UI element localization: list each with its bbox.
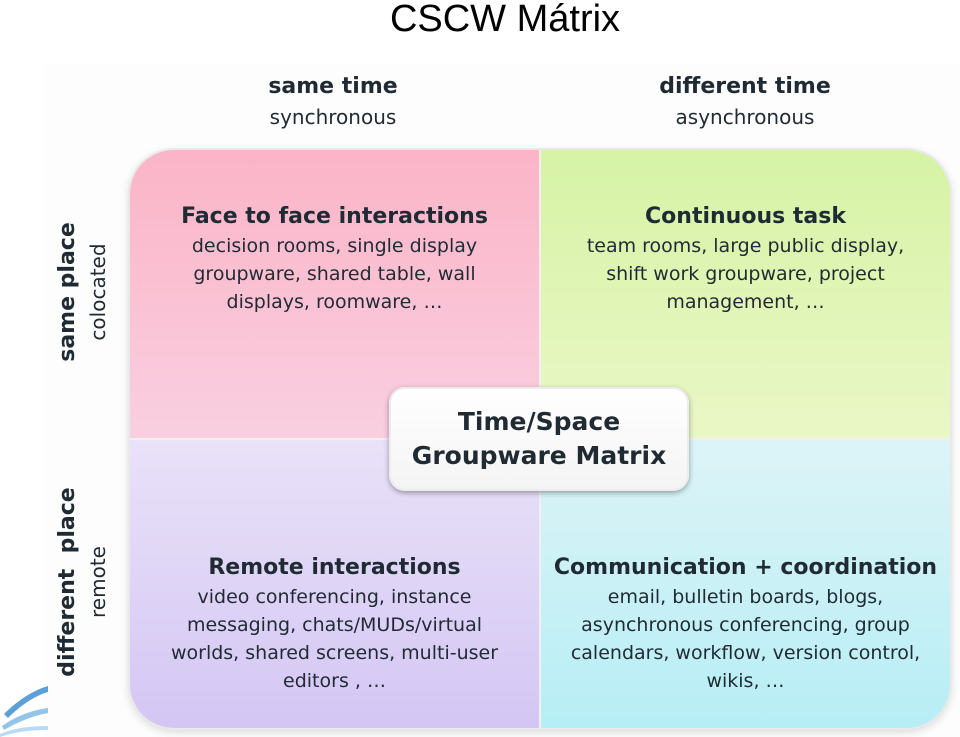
column-header-different-time: different time asynchronous xyxy=(615,72,875,132)
quadrant-body: email, bulletin boards, blogs, asynchron… xyxy=(570,586,921,692)
quadrant-title: Continuous task xyxy=(645,204,846,229)
quadrant-text: Face to face interactions decision rooms… xyxy=(130,202,539,316)
quadrant-body: decision rooms, single display groupware… xyxy=(191,235,478,313)
column-header-main: same time xyxy=(268,74,398,99)
column-header-sub: asynchronous xyxy=(675,105,815,129)
quadrant-body: team rooms, large public display, shift … xyxy=(586,235,905,313)
row-header-main: same place xyxy=(55,222,80,362)
row-header-main: different place xyxy=(55,487,80,677)
row-header-sub: colocated xyxy=(86,243,110,341)
quadrant-text: Continuous task team rooms, large public… xyxy=(541,202,950,316)
quadrant-title: Communication + coordination xyxy=(553,555,938,580)
page-title: CSCW Mátrix xyxy=(389,0,621,40)
center-label-box: Time/Space Groupware Matrix xyxy=(389,387,689,491)
column-header-main: different time xyxy=(659,74,831,99)
column-header-sub: synchronous xyxy=(269,105,397,129)
quadrant-title: Remote interactions xyxy=(208,555,461,580)
quadrant-body: video conferencing, instance messaging, … xyxy=(170,586,499,692)
row-header-different-place: different place remote xyxy=(53,447,113,717)
center-label-line1: Time/Space xyxy=(457,407,621,436)
quadrant-communication-coordination: Communication + coordination email, bull… xyxy=(541,440,950,728)
row-header-same-place: same place colocated xyxy=(53,157,113,427)
quadrant-text: Remote interactions video conferencing, … xyxy=(130,553,539,695)
swoosh-logo-icon-svg xyxy=(0,686,48,737)
row-header-sub: remote xyxy=(86,546,110,618)
center-label-line2: Groupware Matrix xyxy=(411,441,667,470)
column-header-same-time: same time synchronous xyxy=(203,72,463,132)
swoosh-logo-icon xyxy=(0,656,48,737)
quadrant-title: Face to face interactions xyxy=(181,204,488,229)
quadrant-text: Communication + coordination email, bull… xyxy=(541,553,950,695)
